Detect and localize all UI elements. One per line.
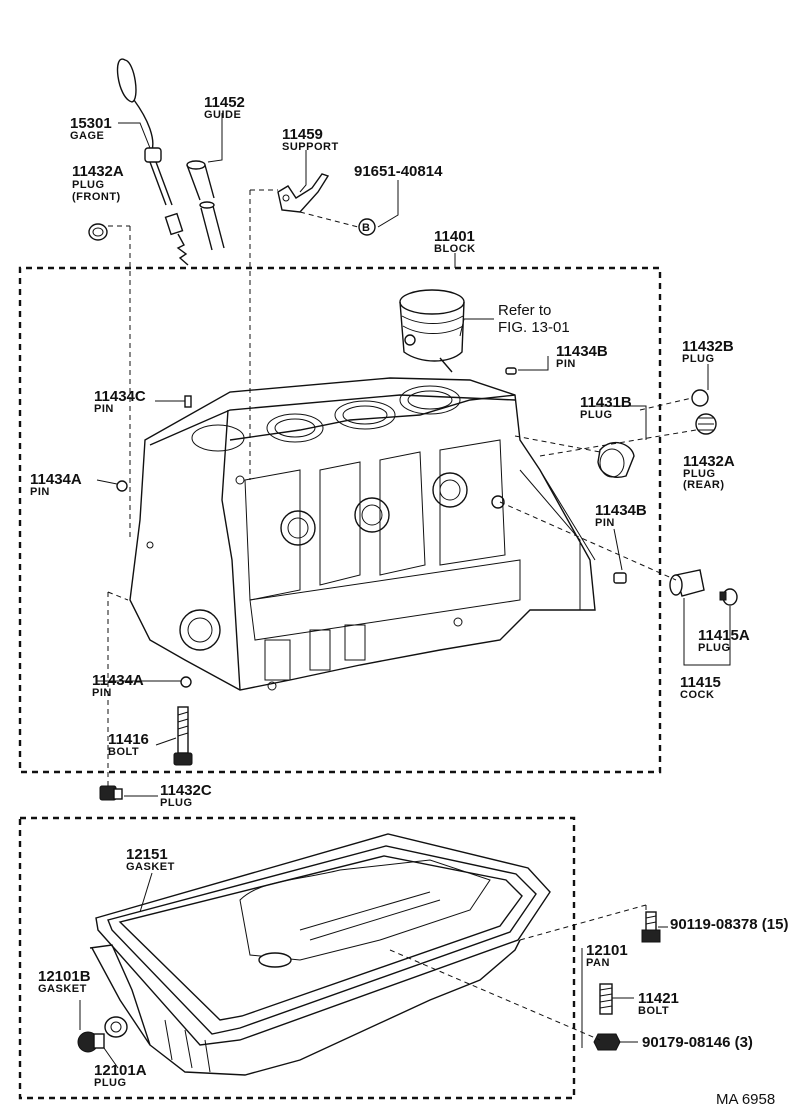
callout-cock-name: COCK — [680, 689, 714, 701]
callout-pan-number: 12101 — [586, 942, 628, 959]
plug-11432c-drawing — [99, 785, 123, 801]
callout-pin-11434b-top-name: PIN — [556, 358, 576, 370]
callout-plug-11432b-number: 11432B — [682, 338, 734, 355]
block-group-frame — [18, 266, 662, 774]
callout-pin-11434a-bottom-number: 11434A — [92, 672, 144, 689]
callout-plug-front-number: 11432A — [72, 163, 124, 180]
pin-11434c-drawing — [184, 395, 192, 408]
callout-plug-rear-note: (REAR) — [683, 479, 725, 491]
figure-code: MA 6958 — [716, 1091, 775, 1108]
callout-plug-11432c-number: 11432C — [160, 782, 212, 799]
support-bracket-drawing — [249, 173, 330, 480]
pin-11434b-mid-drawing — [613, 572, 627, 584]
plug-12101a-drawing — [77, 1031, 105, 1053]
oil-pan-drawing — [89, 833, 551, 1076]
callout-pin-11434c-number: 11434C — [94, 388, 146, 405]
guide-tube-drawing — [186, 160, 225, 251]
pin-11434a-bottom-drawing — [180, 676, 192, 688]
leader-lines — [79, 113, 709, 1069]
front-plug-drawing — [88, 223, 131, 540]
callout-bolt-91651-number: 91651-40814 — [354, 163, 443, 180]
callout-plug-rear-number: 11432A — [683, 453, 735, 470]
callout-pin-11434a-top-name: PIN — [30, 486, 50, 498]
gasket-12101b-drawing — [104, 1016, 128, 1038]
plug-11432b-drawing — [691, 389, 709, 407]
callout-block-name: BLOCK — [434, 243, 476, 255]
piston-drawing — [399, 289, 465, 373]
callout-plug-12101a-name: PLUG — [94, 1077, 127, 1089]
callout-pan-name: PAN — [586, 957, 610, 969]
callout-plug-11415a-number: 11415A — [698, 627, 750, 644]
callout-gage-name: GAGE — [70, 130, 104, 142]
bolt-11421-drawing — [599, 983, 613, 1015]
callout-pin-11434c-name: PIN — [94, 403, 114, 415]
callout-gasket-12151-number: 12151 — [126, 846, 168, 863]
callout-gage-number: 15301 — [70, 115, 112, 132]
callout-guide-number: 11452 — [204, 94, 245, 111]
callout-bolt-11416-name: BOLT — [108, 746, 139, 758]
bolt-b-marker — [358, 218, 376, 236]
bolt-11416-drawing — [173, 706, 193, 766]
pin-11434b-top-drawing — [505, 367, 517, 375]
callout-pin-11434b-mid-name: PIN — [595, 517, 615, 529]
plug-11432a-rear-drawing — [695, 413, 717, 435]
callout-cock-number: 11415 — [680, 674, 721, 691]
callout-pin-11434b-mid-number: 11434B — [595, 502, 647, 519]
callout-plug-11432b-name: PLUG — [682, 353, 715, 365]
bolt-b-marker-label: B — [362, 222, 370, 234]
callout-gasket-12101b-number: 12101B — [38, 968, 91, 985]
callout-nut-90179-number: 90179-08146 (3) — [642, 1034, 753, 1051]
callout-gasket-12151-name: GASKET — [126, 861, 175, 873]
callout-support-name: SUPPORT — [282, 141, 339, 153]
bolt-90119-drawing — [641, 911, 661, 943]
callout-pin-11434a-top-number: 11434A — [30, 471, 82, 488]
callout-plug-11431b-name: PLUG — [580, 409, 613, 421]
callout-refer-line1: Refer to — [498, 302, 551, 319]
callout-bolt-11421-number: 11421 — [638, 990, 679, 1007]
callout-plug-11431b-number: 11431B — [580, 394, 632, 411]
callout-pin-11434a-bottom-name: PIN — [92, 687, 112, 699]
callout-support-number: 11459 — [282, 126, 323, 143]
plug-11431b-drawing — [597, 441, 635, 478]
pin-11434a-top-drawing — [116, 480, 128, 492]
cylinder-block-drawing — [129, 377, 596, 691]
callout-plug-12101a-number: 12101A — [94, 1062, 147, 1079]
callout-plug-11432c-name: PLUG — [160, 797, 193, 809]
callout-plug-front-name: PLUG — [72, 179, 105, 191]
callout-refer-line2: FIG. 13-01 — [498, 319, 570, 336]
callout-guide-name: GUIDE — [204, 109, 241, 121]
callout-plug-rear-name: PLUG — [683, 468, 716, 480]
dipstick-gage-drawing — [116, 58, 189, 266]
callout-plug-front-note: (FRONT) — [72, 191, 121, 203]
callout-bolt-11416-number: 11416 — [108, 731, 149, 748]
callout-gasket-12101b-name: GASKET — [38, 983, 87, 995]
nut-90179-drawing — [593, 1033, 621, 1051]
callout-plug-11415a-name: PLUG — [698, 642, 731, 654]
callout-pin-11434b-top-number: 11434B — [556, 343, 608, 360]
callout-block-number: 11401 — [434, 228, 475, 245]
callout-bolt-90119-number: 90119-08378 (15) — [670, 916, 788, 933]
callout-bolt-11421-name: BOLT — [638, 1005, 669, 1017]
cock-11415-drawing — [669, 569, 738, 606]
